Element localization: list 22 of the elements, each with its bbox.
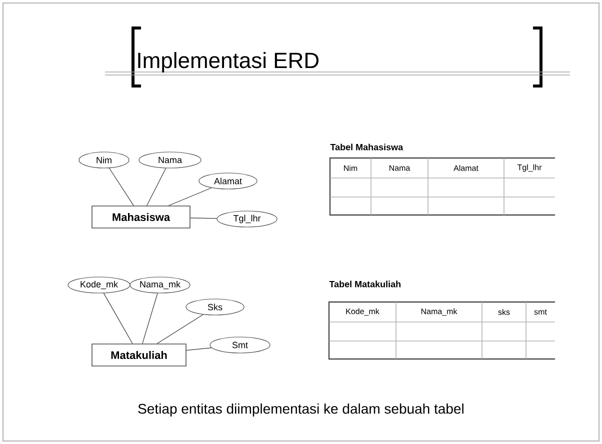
connector-line	[146, 168, 166, 206]
column-header: Tgl_lhr	[517, 164, 542, 172]
table-title: Tabel Matakuliah	[329, 280, 400, 288]
connector-line	[142, 292, 158, 344]
column-header: sks	[498, 309, 510, 315]
connector-line	[103, 292, 133, 344]
table-title: Tabel Mahasiswa	[330, 144, 404, 150]
entity-box: Matakuliah	[92, 344, 186, 366]
connector-line	[108, 168, 134, 206]
column-header: smt	[534, 309, 547, 315]
entity-box: Mahasiswa	[92, 206, 190, 228]
connector-line	[156, 314, 204, 344]
column-header: Nama_mk	[421, 308, 458, 316]
column-header: Alamat	[454, 165, 478, 171]
slide-title: Implementasi ERD	[138, 52, 318, 73]
connector-line	[186, 348, 212, 351]
caption: Setiap entitas diimplementasi ke dalam sebuah tabel	[138, 403, 464, 416]
column-header: Kode_mk	[346, 308, 380, 316]
column-header: Nim	[344, 165, 358, 171]
connector-line	[168, 188, 212, 206]
column-header: Nama	[390, 165, 410, 171]
connector-line	[190, 218, 218, 219]
